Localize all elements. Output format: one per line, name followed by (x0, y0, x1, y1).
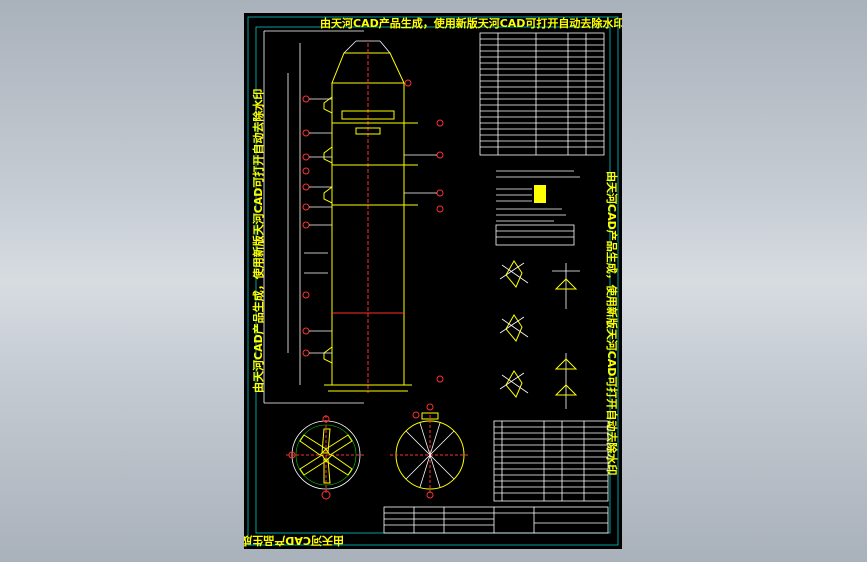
drawing-canvas: 由天河CAD产品生成，使用新版天河CAD可打开自动去除水印 由天河CAD产品生成… (244, 16, 622, 548)
tower-elevation (263, 30, 444, 404)
bill-of-materials (493, 420, 609, 502)
plan-view-1 (286, 415, 366, 500)
watermark-left: 由天河CAD产品生成，使用新版天河CAD可打开自动去除水印 (251, 89, 265, 393)
cad-drawing-sheet: 由天河CAD产品生成，使用新版天河CAD可打开自动去除水印 由天河CAD产品生成… (244, 13, 622, 549)
technical-notes (495, 170, 580, 246)
detail-views (499, 260, 580, 409)
watermark-right: 由天河CAD产品生成，使用新版天河CAD可打开自动去除水印 (605, 171, 619, 475)
parameter-table (479, 32, 605, 156)
title-block (383, 506, 609, 534)
watermark-top: 由天河CAD产品生成，使用新版天河CAD可打开自动去除水印 (320, 16, 622, 30)
outer-frame (247, 16, 619, 546)
watermark-bottom: 由天河CAD产品生成，使用新版天河CAD可打开自动去除水印 (244, 534, 344, 548)
plan-view-2 (390, 403, 470, 499)
